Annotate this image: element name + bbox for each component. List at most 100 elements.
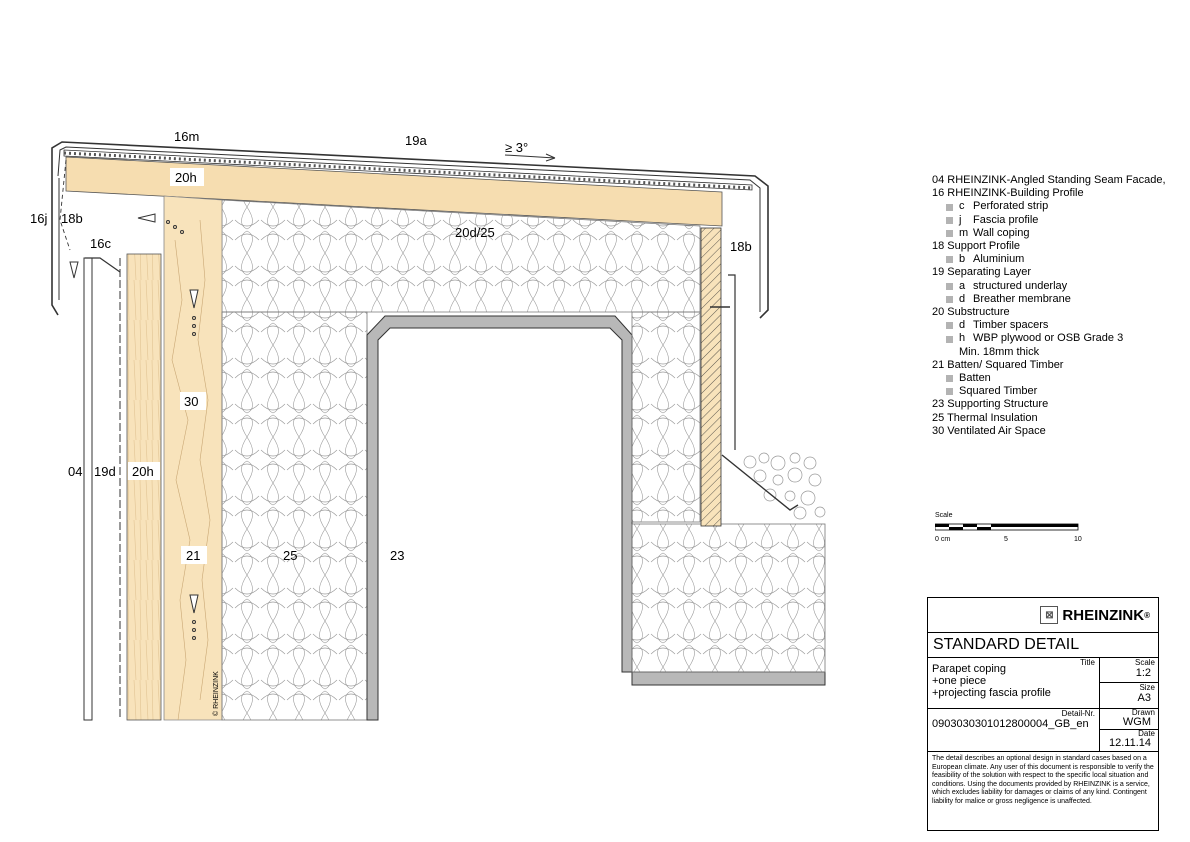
title-line-1: Parapet coping <box>932 663 1006 675</box>
label-23: 23 <box>390 548 404 563</box>
brand-header: ⊠ RHEINZINK® <box>928 598 1158 633</box>
legend-item: Batten <box>932 372 1166 385</box>
legend-group: 25 Thermal Insulation <box>932 411 1038 424</box>
legend-item-code: d <box>959 292 966 305</box>
legend-item-code: h <box>959 332 966 345</box>
legend-bullet-icon <box>946 203 953 211</box>
roof-insulation <box>631 523 826 673</box>
thermal-insulation <box>221 311 368 721</box>
squared-timber <box>163 195 223 721</box>
legend-group: 30 Ventilated Air Space <box>932 424 1046 437</box>
legend-item-text: Breather membrane <box>973 292 1071 305</box>
size-value: A3 <box>1137 692 1151 704</box>
label-19d: 19d <box>94 464 116 479</box>
scale-tick-0: 0 cm <box>935 536 951 543</box>
label-20h-left: 20h <box>132 464 154 479</box>
legend-bullet-icon <box>946 335 953 343</box>
date-label: Date <box>1138 729 1155 738</box>
title-line-3: +projecting fascia profile <box>932 687 1051 699</box>
label-18b-right: 18b <box>730 239 752 254</box>
legend-bullet-icon <box>946 282 953 290</box>
rheinzink-logo-icon: ⊠ <box>1040 606 1059 624</box>
legend-bullet-icon <box>946 388 953 396</box>
scale-tick-5: 5 <box>1004 536 1008 543</box>
scale-title: Scale <box>935 512 953 519</box>
legend-group: 04 RHEINZINK-Angled Standing Seam Facade… <box>932 174 1166 186</box>
legend-item-code: c <box>959 200 965 213</box>
legend-bullet-icon <box>946 229 953 237</box>
title-line-2: +one piece <box>932 675 987 687</box>
label-16c: 16c <box>90 236 111 251</box>
copyright-mark: © RHEINZINK <box>212 671 220 716</box>
legend-item-code: j <box>959 213 962 226</box>
title-block: ⊠ RHEINZINK® STANDARD DETAIL Title Parap… <box>927 597 1159 831</box>
legend-item: h WBP plywood or OSB Grade 3 <box>932 332 1166 345</box>
legend-item-code: a <box>959 279 966 292</box>
title-label: Title <box>1080 658 1095 667</box>
detail-number: 0903030301012800004_GB_en <box>932 718 1089 730</box>
legend-item-text: WBP plywood or OSB Grade 3 <box>973 332 1124 345</box>
legend: 04 RHEINZINK-Angled Standing Seam Facade… <box>932 174 1166 438</box>
legend-item-text: structured underlay <box>973 279 1068 292</box>
label-20d-25: 20d/25 <box>455 225 495 240</box>
airflow-arrows <box>69 213 199 640</box>
drawn-label: Drawn <box>1131 708 1155 717</box>
legend-item: a structured underlay <box>932 280 1166 293</box>
brand-name: RHEINZINK <box>1062 606 1145 624</box>
legend-item: d Breather membrane <box>932 293 1166 306</box>
label-30: 30 <box>184 394 198 409</box>
scale-bar: Scale 0 cm 5 10 <box>935 512 1085 548</box>
date-value: 12.11.14 <box>1108 737 1151 749</box>
legend-bullet-icon <box>946 295 953 303</box>
batten-right <box>700 227 722 527</box>
legend-bullet-icon <box>946 256 953 264</box>
legend-item-text: Squared Timber <box>959 385 1038 398</box>
inner-insulation <box>631 311 701 523</box>
legend-bullet-icon <box>946 322 953 330</box>
legend-item: Squared Timber <box>932 385 1166 398</box>
label-20h-top: 20h <box>175 170 197 185</box>
legend-item-code: d <box>959 319 966 332</box>
legend-item: c Perforated strip <box>932 200 1166 213</box>
structured-underlay <box>63 149 753 191</box>
legend-item: m Wall coping <box>932 227 1166 240</box>
standard-detail-heading: STANDARD DETAIL <box>928 633 1158 658</box>
legend-bullet-icon <box>946 216 953 224</box>
legend-item-text: Perforated strip <box>973 200 1049 213</box>
plywood-board-top <box>65 156 723 227</box>
scale-label: Scale <box>1134 658 1155 667</box>
label-16m: 16m <box>174 129 199 144</box>
label-18b-left: 18b <box>61 211 83 226</box>
legend-bullet-icon <box>946 375 953 383</box>
legend-group: 20 Substructure <box>932 306 1010 319</box>
scale-value: 1:2 <box>1135 667 1151 679</box>
label-16j: 16j <box>30 211 47 226</box>
detail-label: Detail-Nr. <box>1061 709 1095 718</box>
legend-item-text: Timber spacers <box>973 319 1049 332</box>
legend-item-note: Min. 18mm thick <box>959 345 1040 358</box>
slope-arrow <box>504 154 556 159</box>
size-label: Size <box>1139 683 1155 692</box>
legend-item-text: Aluminium <box>973 253 1025 266</box>
label-slope: ≥ 3° <box>505 140 528 155</box>
legend-item-text: Wall coping <box>973 226 1030 239</box>
plywood-board-left <box>126 253 162 721</box>
scale-tick-10: 10 <box>1074 536 1082 543</box>
label-21: 21 <box>186 548 200 563</box>
label-04: 04 <box>68 464 82 479</box>
fascia-profile-right <box>721 454 799 511</box>
legend-group: 18 Support Profile <box>932 240 1021 253</box>
legend-group: 16 RHEINZINK-Building Profile <box>932 187 1084 200</box>
legend-item: d Timber spacers <box>932 319 1166 332</box>
label-19a: 19a <box>405 133 427 148</box>
drawn-value: WGM <box>1122 716 1151 728</box>
legend-group: 19 Separating Layer <box>932 266 1032 279</box>
section-drawing: 16m 19a ≥ 3° 20h 16j 18b 16c 20d/25 18b … <box>30 129 826 721</box>
label-25: 25 <box>283 548 297 563</box>
legend-item-code: b <box>959 253 966 266</box>
gravel-ballast <box>743 452 826 520</box>
legend-item-code: m <box>959 226 969 239</box>
perforated-strip <box>85 257 121 273</box>
legend-item: b Aluminium <box>932 253 1166 266</box>
